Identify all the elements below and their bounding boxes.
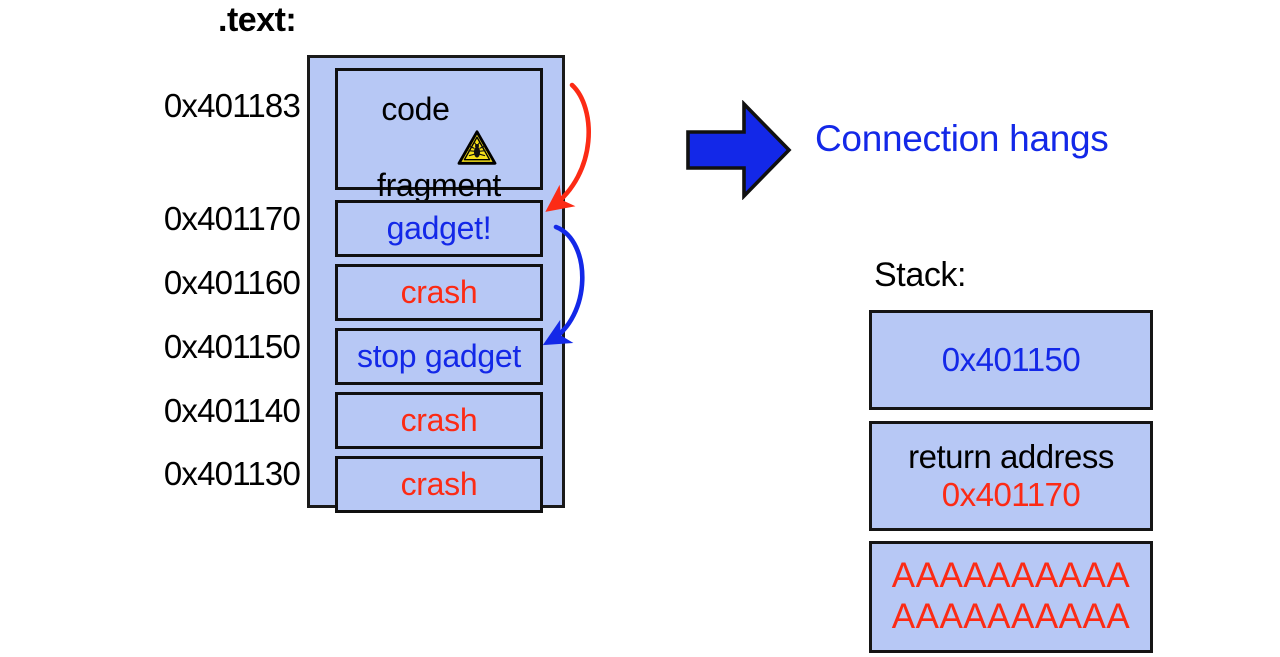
address-label-0x401160: 0x401160 <box>163 264 301 301</box>
address-label-0x401140: 0x401140 <box>163 392 301 429</box>
address-column: 0x401183 0x401170 0x401160 0x401150 0x40… <box>120 55 301 508</box>
code-row-gadget[interactable]: gadget! <box>335 200 543 257</box>
stack-label: Stack: <box>874 256 967 294</box>
text-section-label: .text: <box>218 1 297 39</box>
stack-entry-saved-address[interactable]: 0x401150 <box>869 310 1153 410</box>
stack-entry-filler[interactable]: AAAAAAAAAA AAAAAAAAAA <box>869 541 1153 653</box>
code-row-label: gadget! <box>386 209 492 246</box>
code-row-label: crash <box>400 273 478 310</box>
block-arrow-right-icon <box>686 100 792 200</box>
code-row-code-fragment[interactable]: code <box>335 68 543 203</box>
code-row-label-fragment: fragment <box>377 166 501 203</box>
code-row-label: stop gadget <box>357 337 521 374</box>
bug-warning-icon <box>457 92 497 165</box>
code-row-label-code: code <box>381 91 450 128</box>
text-segment-container: code <box>307 55 565 513</box>
stack-entry-line: 0x401170 <box>941 476 1081 513</box>
code-row-crash-0x401130[interactable]: crash <box>335 456 543 513</box>
code-row-stop-gadget[interactable]: stop gadget <box>335 328 543 385</box>
code-row-crash-0x401160[interactable]: crash <box>335 264 543 321</box>
stack-entry-line: AAAAAAAAAA <box>891 556 1131 596</box>
address-label-0x401130: 0x401130 <box>163 455 301 492</box>
code-row-crash-0x401140[interactable]: crash <box>335 392 543 449</box>
code-row-label: crash <box>400 401 478 438</box>
code-row-body: code <box>377 54 501 205</box>
address-label-0x401150: 0x401150 <box>163 328 301 365</box>
code-row-label: crash <box>400 465 478 502</box>
address-label-0x401183: 0x401183 <box>163 87 301 124</box>
stack-entry-line: 0x401150 <box>941 340 1081 378</box>
stack-entry-line: return address <box>908 437 1114 475</box>
address-label-0x401170: 0x401170 <box>163 200 301 237</box>
stack-entry-line: AAAAAAAAAA <box>891 597 1131 636</box>
stack-entry-return-address[interactable]: return address 0x401170 <box>869 421 1153 531</box>
connection-status-label: Connection hangs <box>815 118 1109 159</box>
